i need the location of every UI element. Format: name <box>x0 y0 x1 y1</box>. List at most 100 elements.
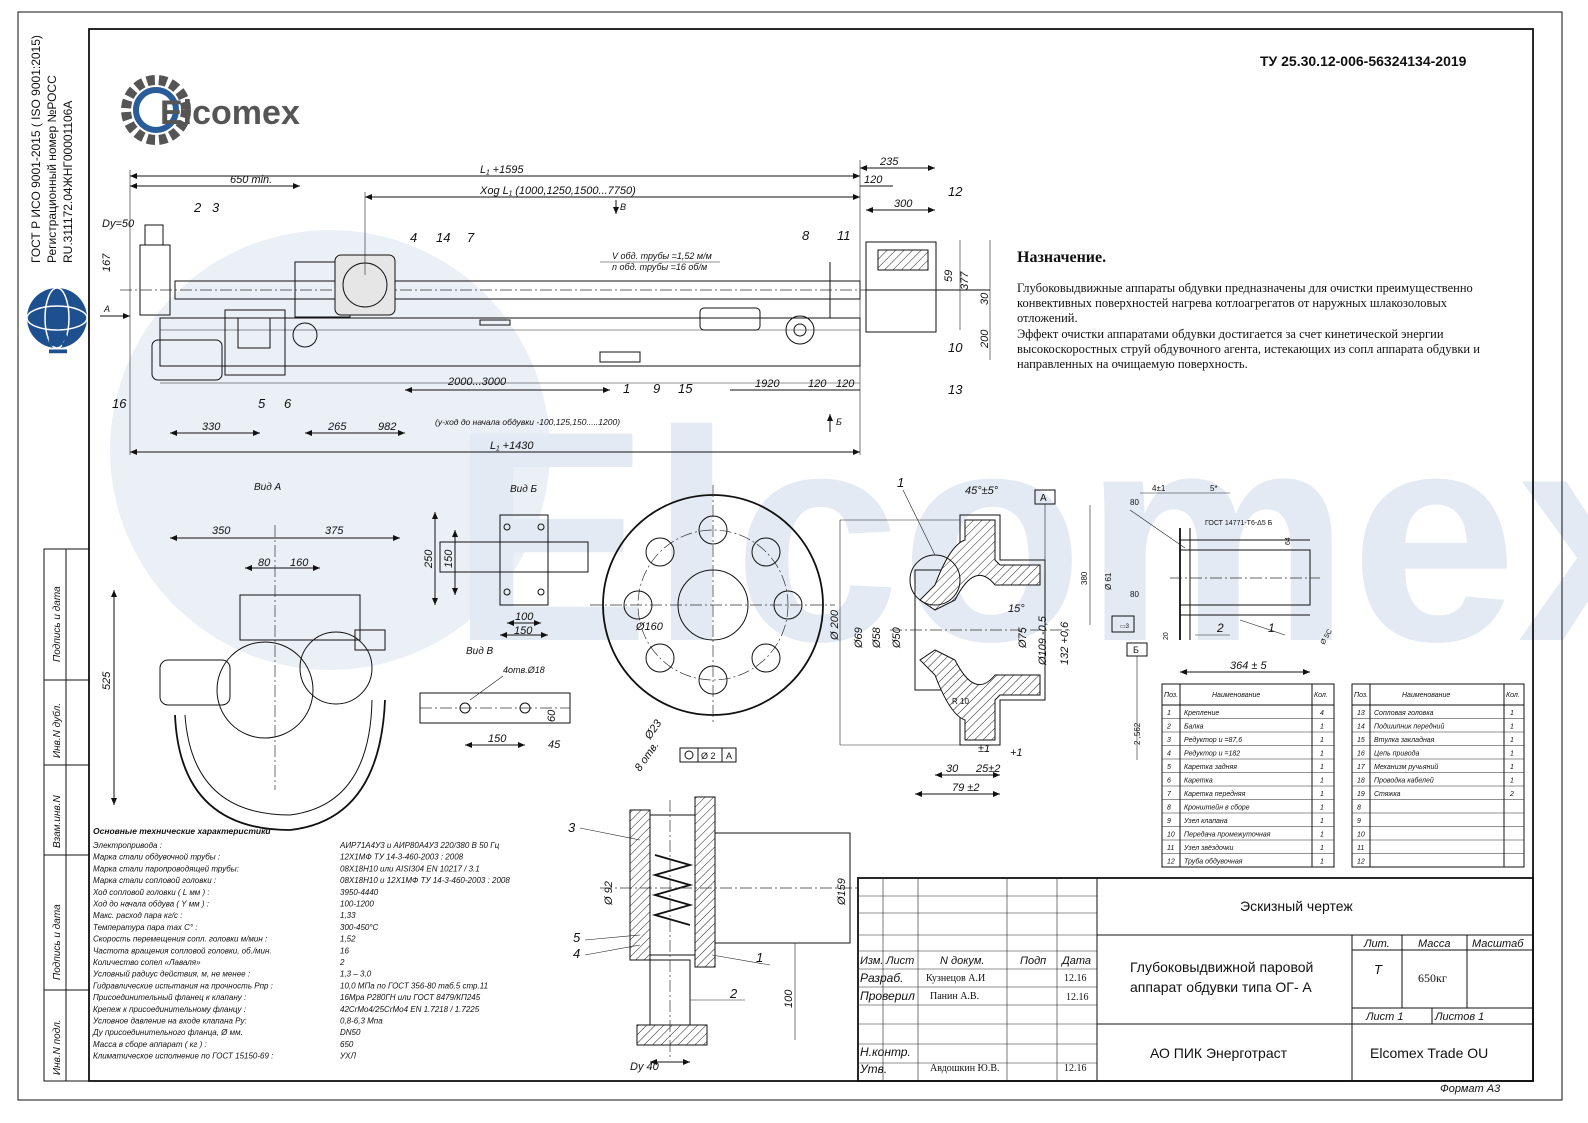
tb-h-podp: Подп <box>1020 955 1046 967</box>
callout-12: 12 <box>948 184 963 199</box>
tech-row-value: DN50 <box>340 1028 361 1037</box>
purpose-line-1: Глубоковыдвижные аппараты обдувки предна… <box>1017 281 1473 295</box>
valve-dy40: Dy 40 <box>630 1061 660 1073</box>
callout-16: 16 <box>112 396 127 411</box>
main-view: L₁ +1595 650 min. Xog L₁ (1000,1250,1500… <box>100 156 991 455</box>
nozzle-15deg: 15° <box>1008 603 1025 615</box>
spec-row-qty: 1 <box>1320 724 1324 731</box>
tb-h-ndoc: N докум. <box>940 955 985 967</box>
view-b-100: 100 <box>515 611 534 623</box>
nozzle-d75: Ø75 <box>1017 626 1029 649</box>
nozzle-pm1: ±1 <box>978 743 990 755</box>
tb-sheet: Лист 1 <box>1365 1011 1404 1023</box>
tube-d61: Ø 61 <box>1104 572 1113 590</box>
spec-row-pos: 12 <box>1167 859 1175 866</box>
valve-callout-2: 2 <box>729 986 738 1001</box>
nozzle-angle: 45°±5° <box>965 485 999 497</box>
spec-row-qty: 1 <box>1320 805 1324 812</box>
dim-982: 982 <box>378 421 396 433</box>
strip-podpis-2: Подпись и дата <box>52 586 63 662</box>
spec-row-qty: 1 <box>1320 832 1324 839</box>
dim-2000: 2000...3000 <box>447 376 507 388</box>
tb-role-0: Разраб. <box>860 971 903 985</box>
tb-lit-label: Лит. <box>1363 938 1390 950</box>
spec-row-pos: 14 <box>1357 724 1365 731</box>
tb-lit: Т <box>1374 962 1383 977</box>
spec-row-pos: 11 <box>1357 845 1364 852</box>
tb-date-1: 12.16 <box>1066 992 1089 1003</box>
tech-row-value: 08Х18Н10 или AISI304 EN 10217 / 3.1 <box>340 864 480 873</box>
view-a-160: 160 <box>290 557 309 569</box>
tech-row-value: 16 <box>340 946 349 955</box>
tb-name-3: Авдошкин Ю.В. <box>930 1063 1000 1074</box>
flange-tol: Ø 2 <box>701 751 716 761</box>
view-b-title: Вид Б <box>510 484 538 495</box>
tube-tol: ▭3 <box>1120 624 1130 630</box>
tech-row-value: 0,8-6,3 Мпа <box>340 1017 383 1026</box>
tech-row-value: 12Х1МФ ТУ 14-3-460-2003 : 2008 <box>340 853 464 862</box>
view-v-60: 60 <box>546 709 558 722</box>
valve-callout-4: 4 <box>573 946 580 961</box>
watermark: Elcomex <box>110 230 1588 704</box>
tech-row-label: Марка стали сопловой головки : <box>93 876 216 885</box>
spec-row-qty: 1 <box>1510 751 1514 758</box>
tech-row-value: 1,52 <box>340 935 356 944</box>
nozzle-r10: R 10 <box>952 697 969 706</box>
dim-59: 59 <box>943 270 955 282</box>
callout-8: 8 <box>802 228 810 243</box>
spec-row-name: Подшипник передний <box>1374 723 1444 731</box>
arrow-b-label: Б <box>836 417 842 427</box>
view-v-150: 150 <box>488 733 507 745</box>
tech-row-label: Климатическое исполнение по ГОСТ 15150-6… <box>93 1052 273 1061</box>
strip-inv-dubl: Инв.N дубл. <box>51 703 63 758</box>
spec-row-pos: 8 <box>1167 805 1171 812</box>
dim-1920: 1920 <box>755 378 780 390</box>
dim-650min: 650 min. <box>230 174 272 186</box>
nozzle-25: 25±2 <box>975 763 1000 775</box>
view-a-525: 525 <box>101 671 113 690</box>
spec-row-pos: 5 <box>1167 764 1171 771</box>
tb-name-1: Панин А.В. <box>930 991 979 1002</box>
tb-product-2: аппарат обдувки типа ОГ- А <box>1130 979 1312 995</box>
callout-3: 3 <box>212 200 220 215</box>
spec-row-qty: 1 <box>1320 859 1324 866</box>
dim-265: 265 <box>327 421 347 433</box>
arrow-a-label: A <box>103 304 110 314</box>
spec-row-qty: 1 <box>1510 737 1514 744</box>
tube-callout-1: 1 <box>1268 621 1275 635</box>
purpose-line-6: направленных на очищаемую поверхность. <box>1017 357 1248 371</box>
spec-row-qty: 1 <box>1320 845 1324 852</box>
view-a: Вид А 350 375 80 160 525 <box>101 482 400 831</box>
tube-5: 5* <box>1210 484 1218 493</box>
flange-d200: Ø 200 <box>829 609 841 641</box>
spec-right-h-qty: Кол. <box>1506 692 1520 699</box>
tech-row-label: Условное давление на входе клапана Ру: <box>92 1017 247 1026</box>
nozzle-ref: A <box>1040 493 1047 504</box>
tb-role-1: Проверил <box>860 989 915 1003</box>
spec-row-name: Крепление <box>1184 710 1219 717</box>
valve-d159: Ø159 <box>836 878 848 906</box>
flange-d160: Ø160 <box>635 621 664 633</box>
title-block: Эскизный чертеж Изм. Лист N докум. Подп … <box>857 877 1534 1095</box>
view-a-350: 350 <box>212 525 231 537</box>
callout-11: 11 <box>837 228 851 243</box>
tech-row-value: 42СrMo4/25СrMo4 EN 1.7218 / 1.7225 <box>340 1005 480 1014</box>
spec-row-name: Каретка передняя <box>1184 790 1246 798</box>
spec-row-pos: 10 <box>1167 832 1175 839</box>
spec-row-qty: 1 <box>1320 737 1324 744</box>
spec-row-name: Редуктор u =87,6 <box>1184 736 1242 744</box>
spec-row-qty: 1 <box>1510 710 1514 717</box>
view-a-title: Вид А <box>254 482 282 493</box>
spec-row-pos: 18 <box>1357 778 1365 785</box>
dim-xog: Xog L₁ (1000,1250,1500...7750) <box>479 185 636 197</box>
strip-podpis-1: Подпись и дата <box>52 904 63 980</box>
view-b-150b: 150 <box>514 625 533 637</box>
tube-20: 20 <box>1163 632 1170 640</box>
nozzle-79: 79 ±2 <box>952 782 979 794</box>
tube-callout-2: 2 <box>1216 621 1224 635</box>
spec-row-pos: 10 <box>1357 832 1365 839</box>
dim-30: 30 <box>979 292 991 305</box>
tb-org: АО ПИК Энерготраст <box>1150 1045 1288 1061</box>
nozzle-plus1: +1 <box>1010 747 1023 759</box>
